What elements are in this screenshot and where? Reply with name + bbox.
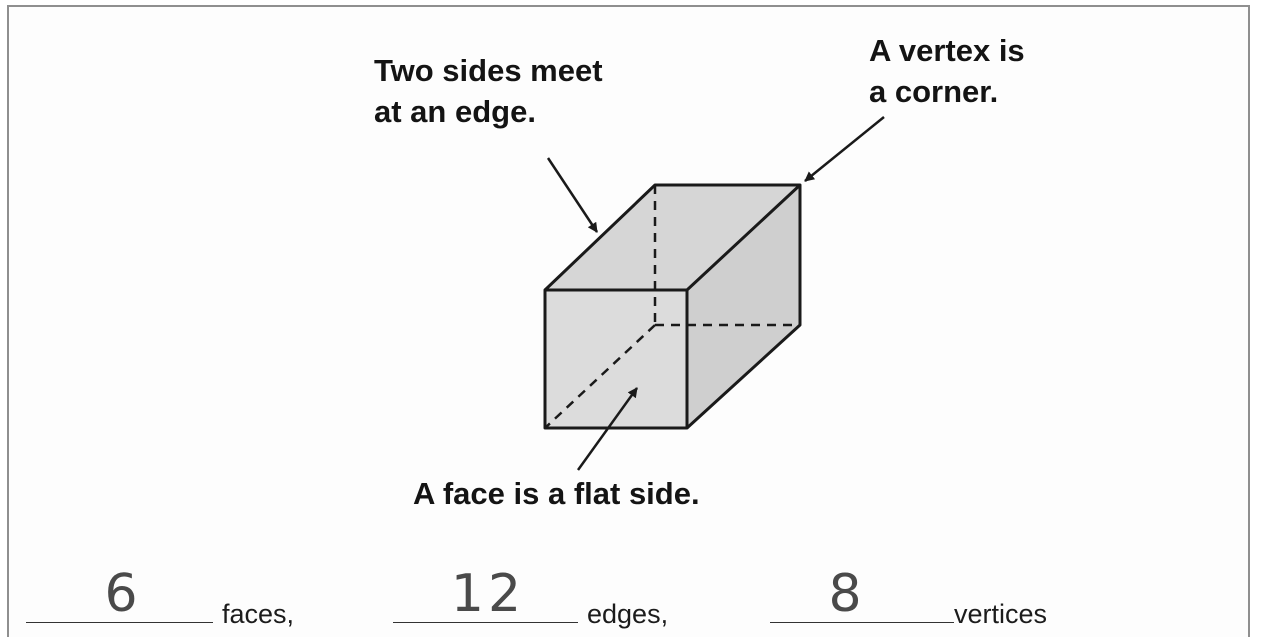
edge-arrow — [546, 157, 599, 233]
vertices-answer-line — [770, 622, 954, 623]
vertex-arrow — [804, 116, 885, 182]
faces-unit: faces, — [222, 599, 295, 629]
vertex-label-line-2: a corner. — [869, 74, 999, 109]
right-edges — [685, 185, 802, 430]
face-arrow — [576, 387, 639, 471]
vertices-count: 8 — [828, 564, 862, 624]
top-edges — [543, 183, 802, 292]
edges-count: 12 — [450, 564, 526, 624]
edges-unit: edges, — [587, 599, 669, 629]
edge-label: Two sides meet at an edge. — [374, 50, 603, 132]
vertex-label: A vertex is a corner. — [869, 30, 1025, 112]
top-face — [545, 185, 800, 290]
edge-label-line-2: at an edge. — [374, 94, 536, 129]
edges-answer: 12 edges, — [393, 552, 713, 642]
vertex-label-line-1: A vertex is — [869, 33, 1025, 68]
face-label: A face is a flat side. — [413, 476, 700, 511]
vertices-unit: vertices — [954, 599, 1048, 629]
edges-answer-line — [393, 622, 578, 623]
right-face — [687, 185, 800, 428]
vertices-answer: 8 vertices — [770, 552, 1100, 642]
faces-count: 6 — [104, 564, 138, 624]
visible-edges — [543, 183, 802, 430]
hidden-edges — [544, 185, 800, 429]
faces-answer: 6 faces, — [26, 552, 326, 642]
edge-label-line-1: Two sides meet — [374, 53, 603, 88]
faces-answer-line — [26, 622, 213, 623]
